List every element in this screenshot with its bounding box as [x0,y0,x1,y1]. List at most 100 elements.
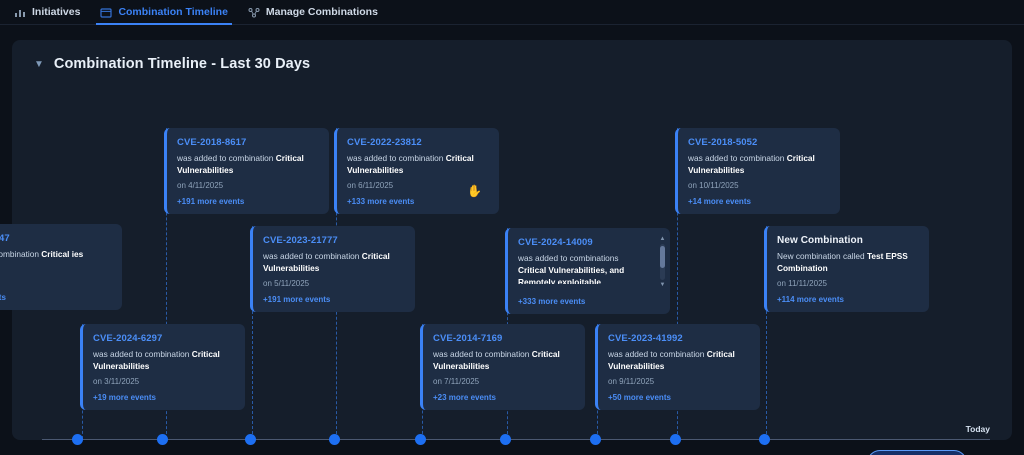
card-date: on 7/11/2025 [433,376,480,386]
card-description: New combination called Test EPSS Combina… [777,251,918,275]
card-combination-name: Critical Vulnerabilities, and Remotely e… [518,264,625,284]
card-date: on 3/11/2025 [93,376,140,386]
nav-item-label: Combination Timeline [118,6,228,18]
card-description-prefix: was added to combination [263,251,362,261]
timeline-brush[interactable]: 30 Days Ago Today ●● [12,450,1012,455]
card-title: CVE-2022-23812 [347,137,422,148]
card-body: CVE-2014-7169 was added to combination Cr… [433,333,574,387]
card-cve-2023-21777[interactable]: CVE-2023-21777 was added to combination C… [250,226,415,312]
axis-today-label: Today [965,424,990,434]
combination-timeline-panel: ▼ Combination Timeline - Last 30 Days -5… [0,40,1012,455]
card-description: was added to combination Critical Vulner… [347,153,488,177]
card-more-events-link[interactable]: +114 more events [777,295,844,304]
card-combination-name: Test EPSS Combination [777,251,908,273]
chevron-down-icon[interactable]: ▼ [34,59,44,70]
page-title: Combination Timeline - Last 30 Days [53,56,311,72]
card-description: was added to combination Critical Vulner… [177,153,318,177]
card-description-prefix: was added to combination [688,153,787,163]
card-title: CVE-2014-7169 [433,333,503,344]
scroll-down-icon[interactable]: ▼ [659,282,666,288]
card-cve-2014-7169[interactable]: CVE-2014-7169 was added to combination Cr… [420,324,585,410]
card-more-events-link[interactable]: +333 more events [518,297,586,306]
timeline-axis-node[interactable] [329,434,340,445]
timeline-axis-node[interactable] [759,434,770,445]
card-date: on 4/11/2025 [177,180,224,190]
nodes-icon [248,7,260,18]
card-combination-name-cont: ies [69,249,84,259]
card-title: CVE-2018-5052 [688,137,758,148]
card-cve-2018-8617[interactable]: CVE-2018-8617 was added to combination Cr… [164,128,329,214]
calendar-icon [100,7,113,18]
card-description: was added to combination Critical Vulner… [688,153,829,177]
card-description: was added to combinations Critical Vulne… [518,253,647,284]
card-body: CVE-2023-41992 was added to combination C… [608,333,749,387]
card-cve-2022-23812[interactable]: CVE-2022-23812 was added to combination C… [334,128,499,214]
card-body: CVE-2023-21777 was added to combination C… [263,235,404,289]
panel-header: ▼ Combination Timeline - Last 30 Days [12,40,1012,72]
bar-chart-icon [14,7,26,18]
card-description: was added to combination Critical Vulner… [608,349,749,373]
brush-selection-window[interactable]: ●● [867,450,967,455]
scrollbar-track[interactable] [660,244,665,280]
card-combination-name: Critical Vulnerabilities [263,251,390,273]
nav-item-label: Manage Combinations [265,6,378,18]
card-more-events-link[interactable]: +191 more events [263,295,331,304]
card-description-prefix: to combination [0,249,39,259]
scrollbar-thumb[interactable] [660,246,665,269]
card-cve-2023-41992[interactable]: CVE-2023-41992 was added to combination C… [595,324,760,410]
card-more-events-link[interactable]: +19 more events [93,393,156,402]
card-more-events-link[interactable]: +23 more events [433,393,496,402]
card-combination-name: Critical Vulnerabilities [347,153,474,175]
card-combination-name: Critical Vulnerabilities [608,349,735,371]
card-scrollbar[interactable]: ▲▼ [659,236,666,288]
card-body: CVE-2018-5052 was added to combination Cr… [688,137,829,191]
card-date: on 11/11/2025 [777,278,827,288]
card-title: CVE-2023-21777 [263,235,338,246]
card-title: New Combination [777,235,863,246]
card-body: CVE-2022-23812 was added to combination C… [347,137,488,191]
card-description: to combination Critical ies [0,249,111,261]
card-title: CVE-2023-41992 [608,333,683,344]
card-combination-name: Critical Vulnerabilities [688,153,815,175]
card-description: was added to combination Critical Vulner… [93,349,234,373]
card-more-events-link[interactable]: +191 more events [177,197,245,206]
card-description-prefix: was added to combination [93,349,192,359]
card-combination-name: Critical [41,249,70,259]
card-description-prefix: New combination called [777,251,867,261]
card-body: -5847to combination Critical ies5 [0,233,111,275]
nav-item-initiatives[interactable]: Initiatives [14,0,80,25]
card-title: CVE-2018-8617 [177,137,247,148]
connector-line [166,128,167,439]
card-more-events-link[interactable]: +50 more events [608,393,671,402]
timeline-axis-node[interactable] [157,434,168,445]
connector-line [252,226,253,439]
card-cve-2018-5052[interactable]: CVE-2018-5052 was added to combination Cr… [675,128,840,214]
card-combination-name: Critical Vulnerabilities [177,153,304,175]
card-cve-2024-6297[interactable]: CVE-2024-6297 was added to combination Cr… [80,324,245,410]
nav-item-combination-timeline[interactable]: Combination Timeline [96,0,233,25]
card-date: on 5/11/2025 [263,278,310,288]
timeline-axis-line [42,439,990,440]
timeline-axis-node[interactable] [72,434,83,445]
connector-line [766,226,767,439]
card-cve-2018-5847[interactable]: -5847to combination Critical ies5 vents [0,224,122,310]
card-description-prefix: was added to combinations [518,253,619,263]
nav-item-manage-combinations[interactable]: Manage Combinations [248,0,378,25]
card-description-prefix: was added to combination [608,349,707,359]
timeline-axis-node[interactable] [590,434,601,445]
card-more-events-link[interactable]: vents [0,293,6,302]
timeline-axis-node[interactable] [415,434,426,445]
timeline-axis-node[interactable] [245,434,256,445]
scroll-up-icon[interactable]: ▲ [659,236,666,242]
card-date: on 9/11/2025 [608,376,655,386]
timeline-axis-node[interactable] [500,434,511,445]
card-more-events-link[interactable]: +14 more events [688,197,751,206]
card-more-events-link[interactable]: +133 more events [347,197,415,206]
card-title: CVE-2024-6297 [93,333,163,344]
connector-line [677,128,678,439]
card-description: was added to combination Critical Vulner… [433,349,574,373]
timeline-axis-node[interactable] [670,434,681,445]
